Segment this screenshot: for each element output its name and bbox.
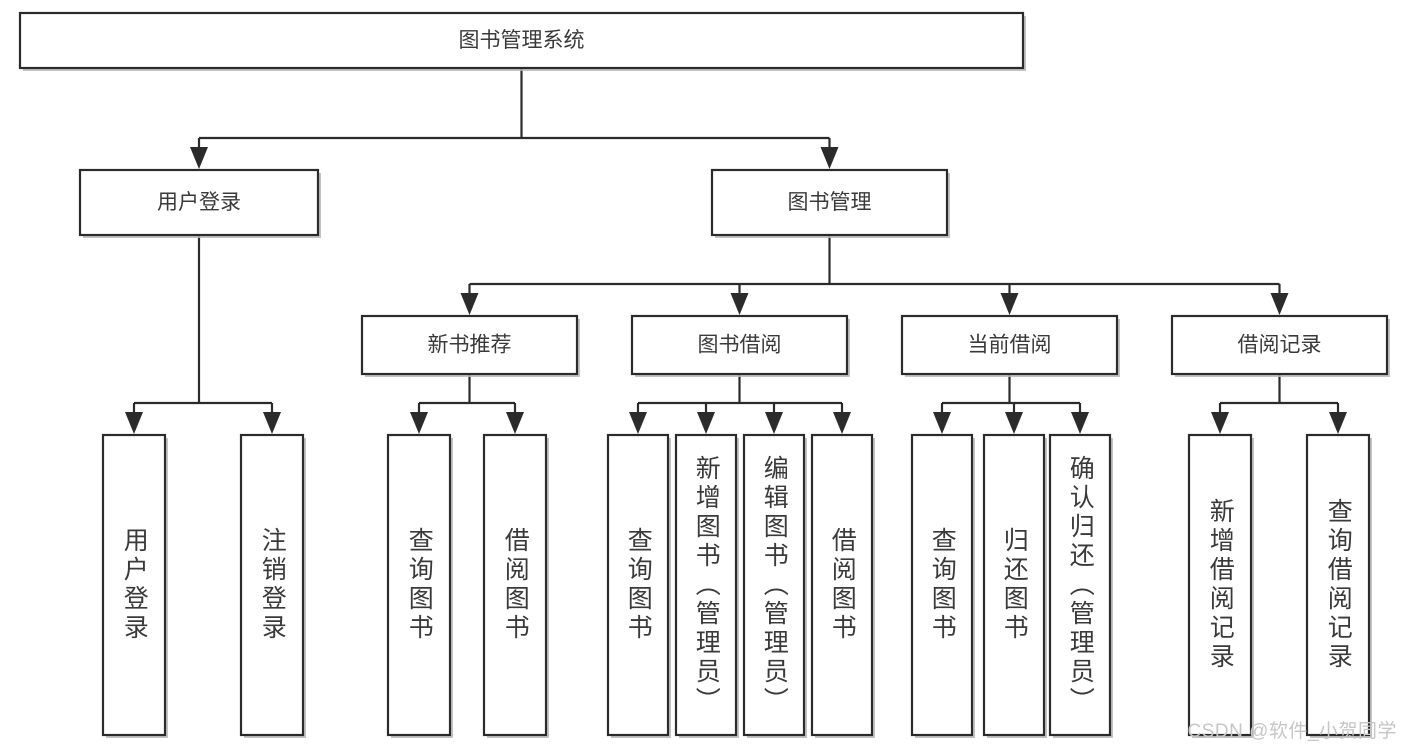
arrow-head-icon [460, 293, 479, 315]
arrow-head-icon [125, 412, 143, 434]
node-box[interactable] [982, 433, 1046, 737]
node-label: 用户登录 [157, 191, 241, 214]
arrow-head-icon [190, 147, 208, 169]
node-box[interactable] [386, 433, 452, 737]
node-用户登录[interactable] [101, 433, 168, 738]
node-查询图书[interactable] [606, 433, 671, 738]
node-label: 借阅记录 [1238, 334, 1322, 357]
connector-group-图书借阅 [629, 374, 851, 434]
node-label: 图书管理 [788, 191, 872, 214]
arrow-head-icon [506, 412, 524, 434]
node-box[interactable] [900, 314, 1119, 376]
connector-group-图书管理系统 [190, 68, 839, 169]
arrow-head-icon [765, 412, 783, 434]
node-新书推荐[interactable] [360, 314, 580, 377]
connector-group-用户登录 [125, 235, 281, 434]
arrow-head-icon [1071, 412, 1089, 434]
node-借阅图书[interactable] [482, 433, 549, 738]
node-查询图书[interactable] [910, 433, 975, 738]
node-新增借阅记录[interactable] [1187, 433, 1254, 738]
node-归还图书[interactable] [982, 433, 1047, 738]
node-label: 新书推荐 [428, 334, 512, 357]
node-当前借阅[interactable] [900, 314, 1120, 377]
arrow-head-icon [410, 412, 428, 434]
node-box[interactable] [1048, 433, 1112, 737]
node-box[interactable] [674, 433, 738, 737]
node-box[interactable] [18, 11, 1025, 70]
arrow-head-icon [697, 412, 715, 434]
arrow-head-icon [1329, 412, 1347, 434]
node-新增图书管理员[interactable] [674, 433, 739, 738]
node-box[interactable] [630, 314, 849, 376]
node-确认归还管理员[interactable] [1048, 433, 1113, 738]
node-box[interactable] [360, 314, 579, 376]
arrow-head-icon [1005, 412, 1023, 434]
node-注销登录[interactable] [239, 433, 306, 738]
node-用户登录[interactable] [78, 168, 321, 238]
node-label: 当前借阅 [968, 334, 1052, 357]
node-box[interactable] [1305, 433, 1371, 737]
arrow-head-icon [730, 293, 749, 315]
node-box[interactable] [78, 168, 320, 237]
node-box[interactable] [239, 433, 305, 737]
connector-group-借阅记录 [1211, 374, 1347, 434]
node-box[interactable] [910, 433, 974, 737]
node-box[interactable] [1170, 314, 1389, 376]
node-图书管理系统[interactable] [18, 11, 1026, 71]
node-box[interactable] [482, 433, 548, 737]
arrow-head-icon [1270, 293, 1289, 315]
arrow-head-icon [833, 412, 851, 434]
csdn-watermark: CSDN @软件_小贺同学 [1187, 721, 1397, 742]
node-图书借阅[interactable] [630, 314, 850, 377]
node-box[interactable] [810, 433, 874, 737]
connector-group-当前借阅 [933, 374, 1089, 434]
arrow-head-icon [933, 412, 951, 434]
arrow-head-icon [263, 412, 281, 434]
node-box[interactable] [710, 168, 949, 237]
boxes-layer [18, 11, 1390, 738]
arrow-head-icon [629, 412, 647, 434]
node-box[interactable] [606, 433, 670, 737]
node-label: 图书借阅 [698, 334, 782, 357]
node-图书管理[interactable] [710, 168, 950, 238]
connectors-layer [125, 68, 1347, 434]
node-box[interactable] [101, 433, 167, 737]
node-编辑图书管理员[interactable] [742, 433, 807, 738]
connector-group-图书管理 [460, 235, 1289, 315]
node-box[interactable] [1187, 433, 1253, 737]
node-借阅图书[interactable] [810, 433, 875, 738]
node-查询图书[interactable] [386, 433, 453, 738]
node-label: 图书管理系统 [459, 29, 585, 52]
node-借阅记录[interactable] [1170, 314, 1390, 377]
arrow-head-icon [1211, 412, 1229, 434]
connector-group-新书推荐 [410, 374, 524, 434]
arrow-head-icon [820, 147, 839, 169]
node-box[interactable] [742, 433, 806, 737]
node-查询借阅记录[interactable] [1305, 433, 1372, 738]
arrow-head-icon [1000, 293, 1019, 315]
